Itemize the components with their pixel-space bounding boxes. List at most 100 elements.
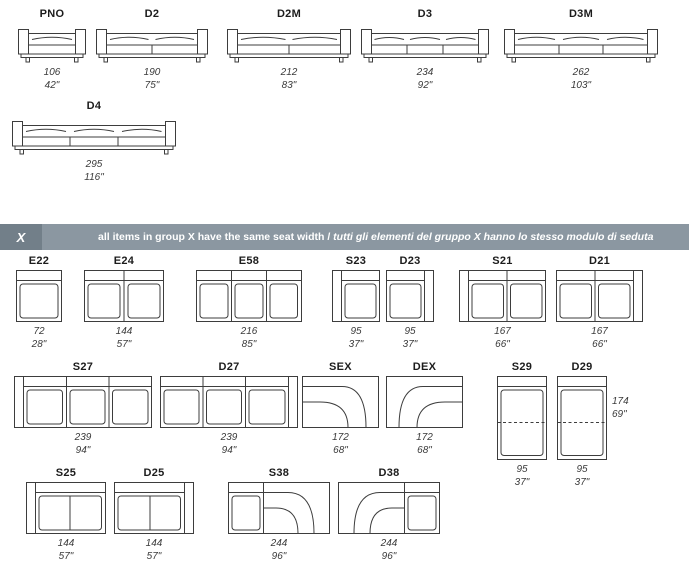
dim-inch: 37" [348, 338, 364, 350]
product-code: S21 [492, 255, 513, 267]
dim-cm: 95 [576, 464, 588, 475]
dim-inch: 57" [146, 550, 162, 562]
dim-cm: 72 [33, 326, 45, 337]
product-code: D25 [143, 467, 165, 479]
dim-inch: 37" [402, 338, 418, 350]
product-code: PNO [39, 8, 65, 20]
chaise-top-drawing [557, 376, 607, 460]
dim-cm: 234 [416, 67, 434, 78]
dim-cm: 106 [43, 67, 61, 78]
dim-inch: 37" [574, 476, 590, 488]
banner-text: all items in group X have the same seat … [98, 231, 653, 243]
dim-inch: 42" [44, 79, 60, 91]
sofa-top-drawing [16, 270, 62, 322]
sofa-front-drawing [504, 29, 658, 63]
chaise-top-drawing [497, 376, 547, 460]
sofa-front-drawing [18, 29, 86, 63]
product-code: SEX [329, 361, 352, 373]
dim-inch: 75" [144, 79, 160, 91]
dim-inch: 94" [75, 444, 91, 456]
dim-cm: 95 [516, 464, 528, 475]
dim-inch: 96" [271, 550, 287, 562]
dim-inch: 83" [281, 79, 297, 91]
product-code: D27 [218, 361, 240, 373]
sofa-top-drawing [26, 482, 106, 534]
product-code: DEX [412, 361, 437, 373]
dim-inch: 68" [417, 444, 432, 456]
sofa-top-corner-drawing [338, 482, 440, 534]
sofa-top-drawing [386, 270, 434, 322]
dim-inch: 37" [514, 476, 530, 488]
sofa-top-corner-drawing [228, 482, 330, 534]
dim-inch: 116" [84, 171, 104, 183]
product-code: E58 [238, 255, 260, 267]
dim-cm: 295 [85, 159, 103, 170]
dim-cm: 244 [380, 538, 398, 549]
depth-inch: 69" [612, 408, 627, 420]
product-code: S29 [511, 361, 533, 373]
chaise-depth-label: 174 69" [612, 396, 652, 421]
product-code: S23 [345, 255, 367, 267]
product-code: S27 [72, 361, 94, 373]
dim-cm: 144 [145, 538, 163, 549]
sofa-top-drawing [459, 270, 546, 322]
sofa-top-drawing [14, 376, 152, 428]
product-code: D23 [399, 255, 421, 267]
sofa-top-drawing [84, 270, 164, 322]
dim-inch: 66" [592, 338, 607, 350]
dim-inch: 103" [570, 79, 592, 91]
depth-cm: 174 [612, 396, 629, 407]
product-code: D3M [568, 8, 594, 20]
dim-cm: 144 [57, 538, 75, 549]
dim-cm: 172 [416, 432, 433, 443]
product-code: S38 [268, 467, 290, 479]
dim-inch: 96" [381, 550, 397, 562]
dim-cm: 216 [240, 326, 258, 337]
sofa-top-corner-drawing [302, 376, 379, 428]
product-code: D38 [378, 467, 400, 479]
group-x-banner: X all items in group X have the same sea… [0, 224, 689, 250]
sofa-front-drawing [96, 29, 208, 63]
dim-cm: 167 [591, 326, 608, 337]
dim-cm: 95 [404, 326, 416, 337]
dim-cm: 244 [270, 538, 288, 549]
dim-cm: 190 [143, 67, 161, 78]
group-label: X [0, 224, 42, 250]
dim-inch: 92" [417, 79, 433, 91]
dim-inch: 28" [31, 338, 47, 350]
banner-text-en: all items in group X have the same seat … [98, 231, 331, 243]
dim-cm: 239 [220, 432, 238, 443]
product-code: D2 [144, 8, 160, 20]
product-code: E24 [113, 255, 135, 267]
sofa-top-drawing [160, 376, 298, 428]
sofa-top-corner-drawing [386, 376, 463, 428]
dim-cm: 95 [350, 326, 362, 337]
product-code: S25 [55, 467, 77, 479]
product-code: D21 [588, 255, 611, 267]
dim-inch: 57" [116, 338, 132, 350]
dim-inch: 66" [495, 338, 510, 350]
dim-cm: 212 [280, 67, 298, 78]
dim-inch: 85" [241, 338, 257, 350]
product-code: D29 [571, 361, 593, 373]
